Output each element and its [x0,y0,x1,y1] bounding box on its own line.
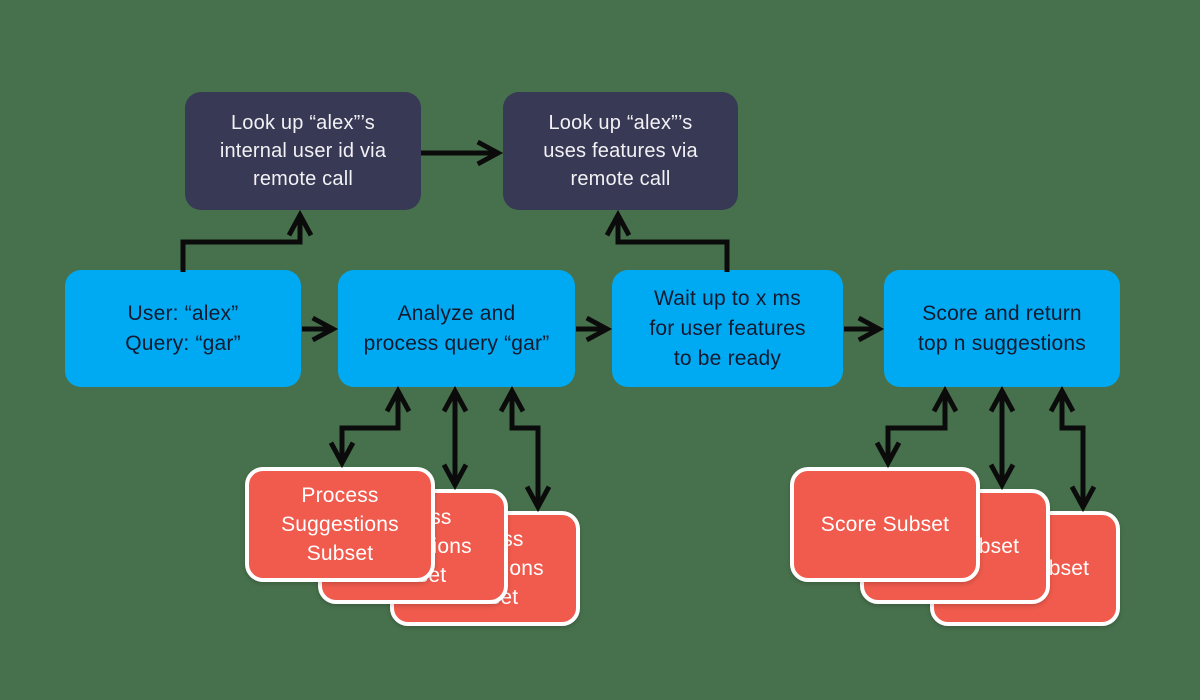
node-wait-features: Wait up to x ms for user features to be … [612,270,843,387]
arrow-user-query-to-lookup-id [180,209,314,272]
arrow-score-score-subset-1 [874,385,959,469]
arrow-score-score-subset-3 [1048,385,1097,513]
node-score-subset-1: Score Subset [790,467,980,582]
node-lookup-user-features: Look up “alex”’s uses features via remot… [503,92,738,210]
arrow-analyze-process-subset-3 [498,385,552,513]
node-lookup-user-id: Look up “alex”’s internal user id via re… [185,92,421,210]
arrow-wait-to-lookup-features [604,209,730,272]
node-process-subset-1: Process Suggestions Subset [245,467,435,582]
node-user-query: User: “alex” Query: “gar” [65,270,301,387]
arrow-analyze-process-subset-1 [328,385,412,469]
node-score-return: Score and return top n suggestions [884,270,1120,387]
node-analyze-query: Analyze and process query “gar” [338,270,575,387]
